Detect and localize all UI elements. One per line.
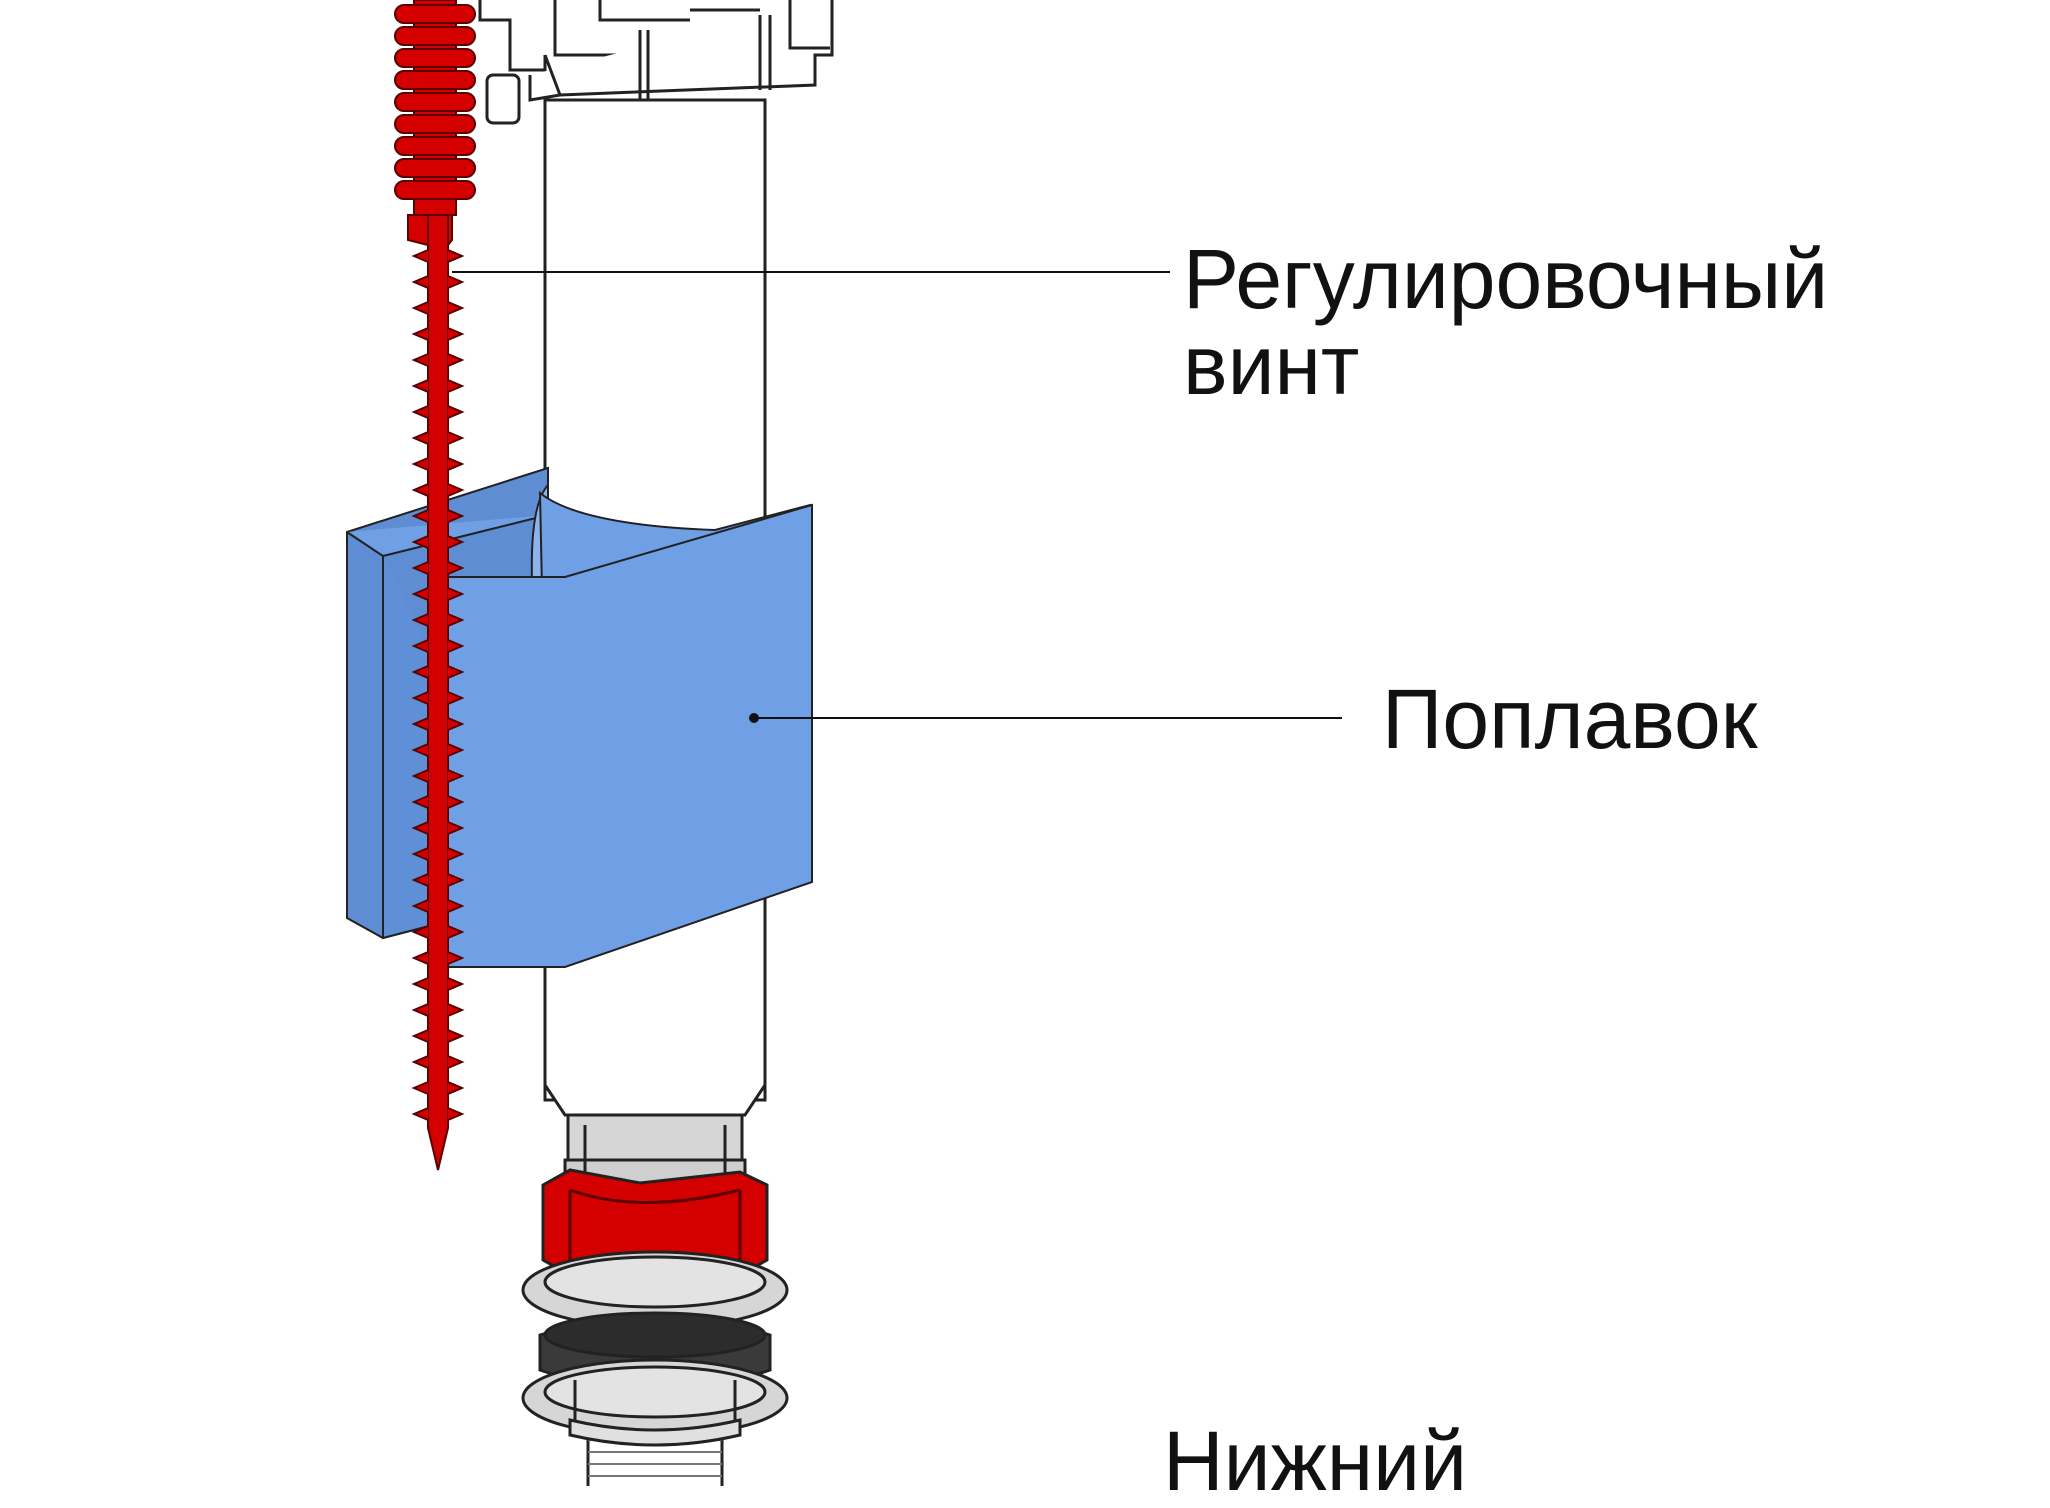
screw-thread-tooth [411, 1003, 465, 1017]
screw-thread-tooth [411, 431, 465, 445]
screw-thread-tooth [411, 275, 465, 289]
screw-thread-tooth [411, 613, 465, 627]
screw-head-rib [394, 48, 476, 68]
screw-thread-tooth [411, 379, 465, 393]
screw-head-rib [394, 70, 476, 90]
screw-thread-tooth [411, 1029, 465, 1043]
screw-thread-tooth [411, 847, 465, 861]
screw-head-rib [394, 26, 476, 46]
screw-thread-tooth [411, 925, 465, 939]
screw-head-rib [394, 114, 476, 134]
screw-thread-tooth [411, 1107, 465, 1121]
screw-head-rib [394, 158, 476, 178]
screw-head-rib [394, 92, 476, 112]
screw-thread-tooth [411, 873, 465, 887]
screw-thread-tooth [411, 405, 465, 419]
float-cup-icon [346, 466, 814, 968]
screw-head [394, 0, 476, 216]
screw-thread-tooth [411, 327, 465, 341]
screw-thread-tooth [411, 353, 465, 367]
adjustment-screw-icon [394, 0, 476, 1171]
screw-thread-tooth [411, 509, 465, 523]
screw-head-rib [394, 180, 476, 200]
screw-thread-tooth [411, 587, 465, 601]
screw-thread-tooth [411, 639, 465, 653]
screw-thread-tooth [411, 249, 465, 263]
float-label: Поплавок [1382, 672, 1758, 766]
screw-label-line2: винт [1183, 318, 1360, 412]
screw-head-rib [394, 136, 476, 156]
screw-thread-tooth [411, 1081, 465, 1095]
screw-thread-tooth [411, 743, 465, 757]
screw-thread-tooth [411, 899, 465, 913]
screw-thread-tooth [411, 665, 465, 679]
screw-thread-tooth [411, 535, 465, 549]
screw-threads [411, 249, 465, 1121]
screw-thread-tooth [411, 821, 465, 835]
screw-label-line1: Регулировочный [1183, 232, 1829, 326]
screw-thread-tooth [411, 457, 465, 471]
screw-head-rib [394, 4, 476, 24]
screw-thread-tooth [411, 717, 465, 731]
screw-thread-tooth [411, 691, 465, 705]
screw-thread-tooth [411, 795, 465, 809]
screw-label: Регулировочный винт [1183, 236, 1828, 408]
screw-thread-tooth [411, 483, 465, 497]
screw-thread-tooth [411, 951, 465, 965]
screw-thread-tooth [411, 977, 465, 991]
bottom-label: Нижний [1163, 1414, 1468, 1508]
valve-bottom-fitting [521, 1113, 789, 1486]
screw-thread-tooth [411, 769, 465, 783]
screw-thread-tooth [411, 301, 465, 315]
valve-top-cap [478, 0, 834, 125]
screw-thread-tooth [411, 561, 465, 575]
screw-thread-tooth [411, 1055, 465, 1069]
